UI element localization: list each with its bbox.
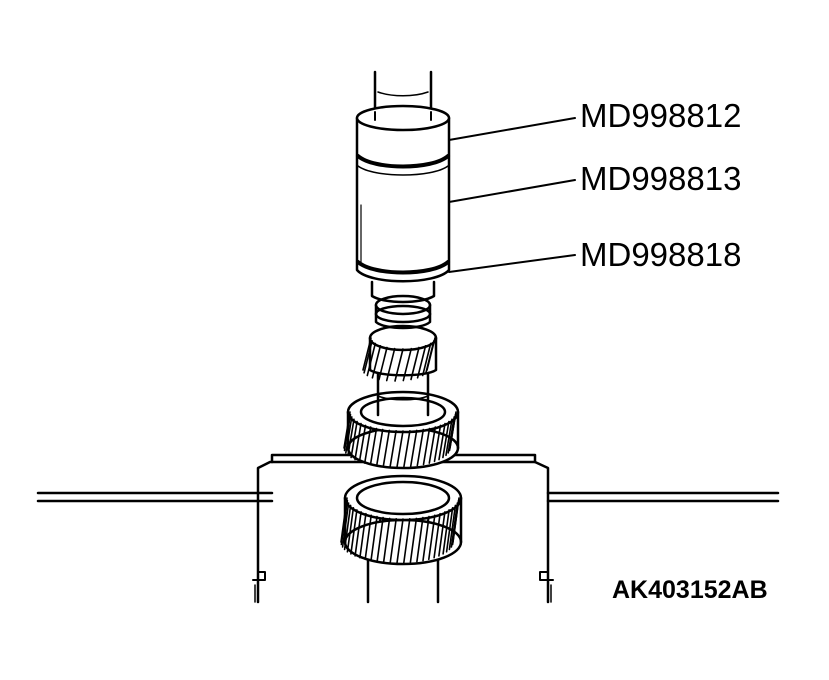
callout-tool-md998818: MD998818 [580, 236, 742, 273]
gear-tooth [382, 517, 391, 564]
gear-tooth [389, 430, 397, 468]
small-helical-gear [362, 324, 438, 382]
gear-tooth [433, 424, 442, 463]
gear-tooth [410, 346, 420, 381]
callout-tool-md998812: MD998812 [580, 97, 742, 134]
gear-tooth [346, 507, 355, 553]
gear-tooth [378, 346, 388, 381]
gear-tooth [445, 507, 454, 553]
gear-tooth [426, 337, 436, 371]
figure-code: AK403152AB [612, 576, 768, 604]
gear-tooth [340, 499, 349, 546]
gear-tooth [428, 426, 437, 464]
gear-tooth [354, 422, 362, 461]
gear-tooth [394, 348, 404, 382]
support-rails [36, 491, 780, 503]
gear-tooth [371, 345, 382, 379]
gear-tooth [364, 514, 372, 561]
gear-tooth [350, 509, 358, 555]
gear-tooth [341, 502, 350, 548]
gear-tooth [422, 427, 431, 466]
gear-tooth [396, 430, 404, 468]
gear-tooth [382, 429, 391, 468]
press-ram [373, 70, 433, 110]
gear-tooth [452, 497, 460, 543]
special-tool-stack [355, 104, 451, 304]
gear-tooth [396, 518, 404, 564]
gear-tooth [447, 416, 455, 454]
gear-tooth [442, 420, 450, 459]
lower-gear [340, 474, 463, 566]
gear-tooth [403, 518, 411, 564]
callout-tool-md998813: MD998813 [580, 160, 742, 197]
middle-gear [343, 390, 460, 470]
gear-tooth [362, 337, 372, 371]
gear-tooth [416, 516, 424, 563]
gear-tooth [375, 428, 384, 467]
gear-tooth [369, 427, 378, 466]
gear-tooth [409, 517, 418, 564]
shaft-mid-section [376, 370, 430, 417]
gear-tooth [438, 511, 446, 557]
gear-tooth [363, 340, 373, 374]
gear-tooth [438, 422, 446, 461]
gear-tooth [448, 504, 457, 551]
gear-tooth [366, 342, 377, 377]
gear-tooth [421, 342, 432, 377]
gear-tooth [433, 512, 441, 559]
gear-tooth [350, 420, 358, 459]
gear-tooth [359, 512, 367, 559]
gear-tooth [385, 347, 396, 382]
gear-tooth [376, 516, 384, 563]
gear-tooth [358, 424, 367, 463]
leader-lines [448, 117, 576, 273]
gear-tooth [409, 429, 418, 468]
gear-tooth [449, 411, 457, 449]
gear-tooth [363, 426, 372, 464]
gear-tooth [450, 502, 459, 548]
gear-tooth [442, 509, 450, 555]
gear-tooth [343, 411, 351, 449]
gear-tooth [422, 515, 430, 562]
gear-tooth [416, 428, 425, 467]
gear-tooth [345, 416, 353, 454]
gear-tooth [428, 514, 436, 561]
gear-tooth [389, 518, 397, 564]
gear-tooth [343, 504, 352, 551]
gear-tooth [403, 430, 411, 468]
gear-tooth [445, 418, 453, 457]
gear-tooth [416, 345, 427, 379]
gear-tooth [343, 413, 352, 452]
gear-tooth [354, 511, 362, 557]
gear-tooth [347, 418, 355, 457]
gear-tooth [402, 347, 413, 382]
gear-tooth [370, 515, 378, 562]
